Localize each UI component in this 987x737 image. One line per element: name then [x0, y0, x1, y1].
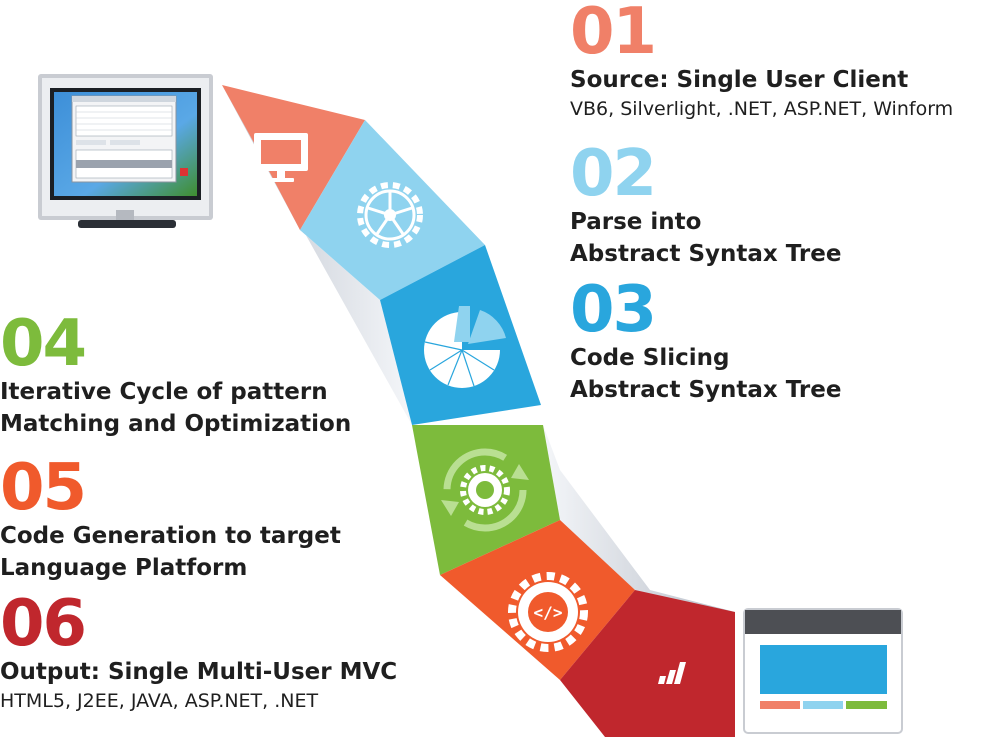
step-title-line-2: Abstract Syntax Tree	[570, 241, 842, 267]
step-number: 03	[570, 273, 657, 347]
step-title: Output: Single Multi-User MVC	[0, 659, 398, 685]
monitor-icon	[254, 133, 308, 182]
code-gear-icon: </>	[508, 572, 588, 652]
step-title-line-2: Language Platform	[0, 555, 248, 581]
segment-2	[300, 120, 485, 300]
step-number: 05	[0, 451, 87, 525]
gear-wheel-icon	[357, 182, 423, 248]
step-02: 02 Parse into Abstract Syntax Tree	[570, 142, 841, 270]
segment-1	[222, 85, 365, 230]
step-title-line-1: Code Slicing	[570, 345, 730, 371]
target-app-browser	[743, 608, 903, 734]
step-description: VB6, Silverlight, .NET, ASP.NET, Winform	[570, 98, 954, 120]
bar-chart-icon	[658, 662, 686, 684]
step-title-line-1: Parse into	[570, 209, 702, 235]
step-title: Source: Single User Client	[570, 67, 909, 93]
step-title-line-2: Matching and Optimization	[0, 411, 352, 437]
step-description: HTML5, J2EE, JAVA, ASP.NET, .NET	[0, 690, 319, 712]
svg-text:</>: </>	[534, 603, 563, 622]
segment-6	[560, 590, 735, 737]
step-04: 04 Iterative Cycle of pattern Matching a…	[0, 312, 351, 440]
segment-5: </>	[440, 520, 635, 680]
step-06: 06 Output: Single Multi-User MVC HTML5, …	[0, 592, 397, 714]
step-01: 01 Source: Single User Client VB6, Silve…	[570, 0, 953, 122]
step-number: 06	[0, 587, 87, 661]
step-title-line-1: Code Generation to target	[0, 523, 341, 549]
step-03: 03 Code Slicing Abstract Syntax Tree	[570, 278, 841, 406]
source-app-monitor	[38, 74, 213, 228]
pie-chart-icon	[424, 306, 506, 388]
step-number: 02	[570, 137, 657, 211]
step-number: 01	[570, 0, 657, 69]
step-05: 05 Code Generation to target Language Pl…	[0, 456, 341, 584]
step-title-line-2: Abstract Syntax Tree	[570, 377, 842, 403]
step-title-line-1: Iterative Cycle of pattern	[0, 379, 328, 405]
step-number: 04	[0, 307, 87, 381]
segment-4	[412, 425, 560, 575]
cycle-gear-icon	[441, 448, 529, 532]
segment-3	[380, 245, 541, 425]
